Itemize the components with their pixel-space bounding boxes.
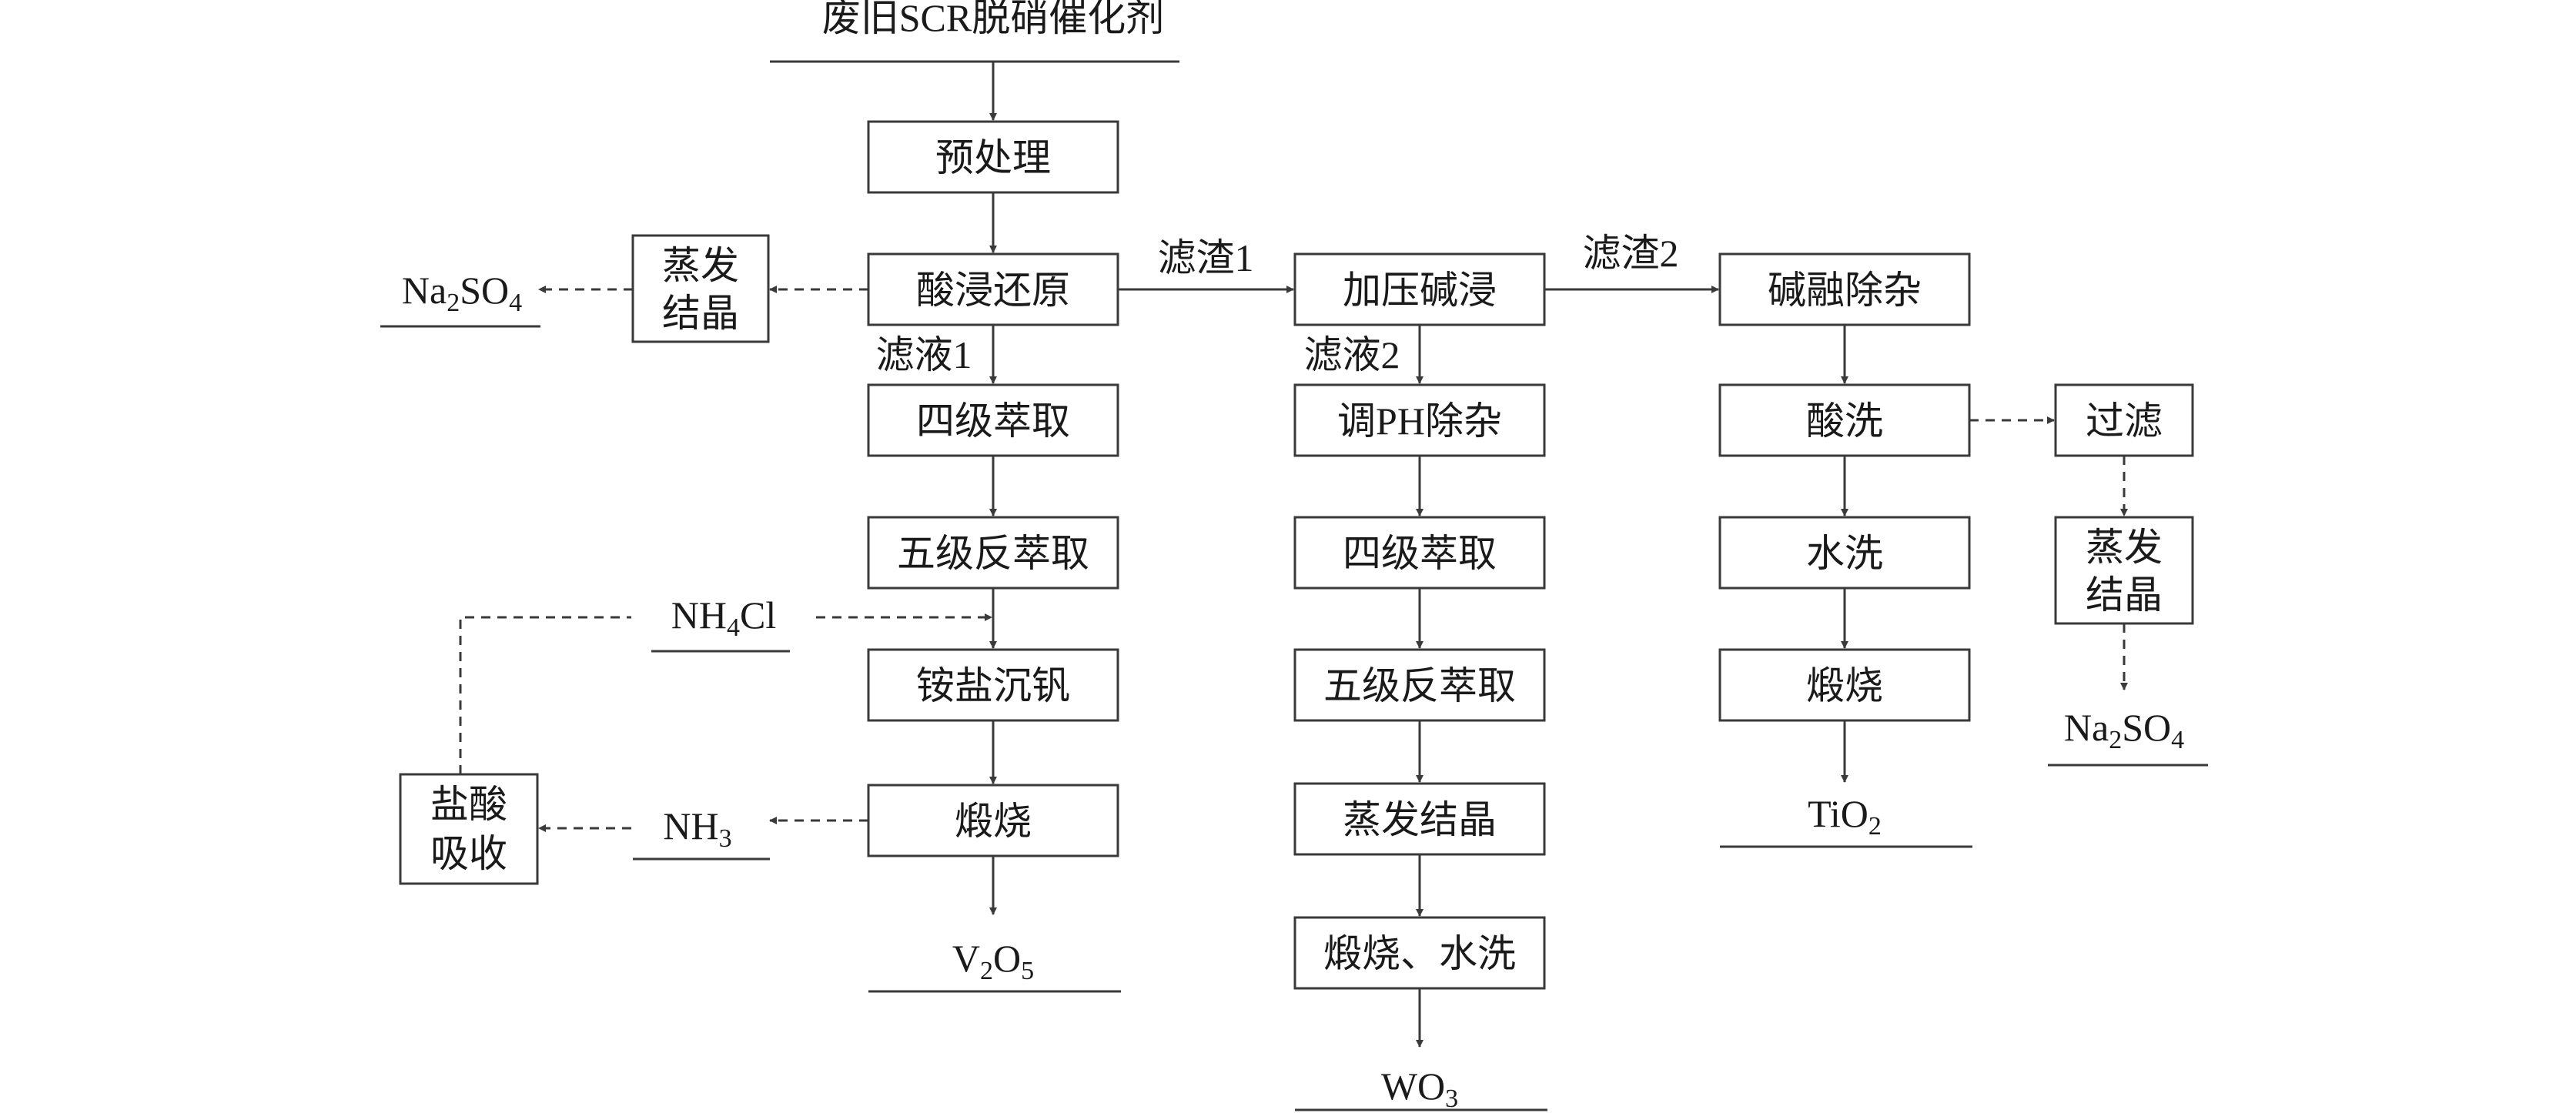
box-four-stage-extraction-b: 四级萃取 [1293, 516, 1546, 590]
product-v2o5: V2O5 [868, 937, 1121, 993]
diagram-title: 废旧SCR脱硝催化剂 [822, 0, 1165, 39]
svg-text:结晶: 结晶 [662, 292, 739, 335]
box-pressure-alkali-leach: 加压碱浸 [1293, 252, 1546, 326]
label-residue-1: 滤渣1 [1158, 236, 1254, 279]
label-filtrate-1: 滤液1 [876, 333, 972, 376]
box-calcination-a: 煅烧 [867, 784, 1119, 857]
box-four-stage-extraction-a: 四级萃取 [867, 383, 1119, 457]
svg-text:煅烧: 煅烧 [955, 800, 1032, 843]
svg-text:四级萃取: 四级萃取 [916, 399, 1070, 443]
svg-text:结晶: 结晶 [2086, 573, 2163, 617]
box-acid-wash: 酸洗 [1718, 383, 1971, 457]
product-tio2: TiO2 [1720, 792, 1972, 848]
svg-text:加压碱浸: 加压碱浸 [1343, 269, 1497, 312]
svg-text:Na2SO4: Na2SO4 [2064, 706, 2184, 754]
box-evaporation-crystallization-right: 蒸发 结晶 [2054, 516, 2194, 625]
svg-text:预处理: 预处理 [935, 136, 1051, 179]
box-filtration: 过滤 [2054, 383, 2194, 457]
solid-flow-arrows [989, 62, 1848, 1048]
svg-text:Na2SO4: Na2SO4 [402, 269, 522, 317]
svg-text:五级反萃取: 五级反萃取 [897, 532, 1089, 575]
dashed-side-arrows [459, 286, 2128, 832]
box-pretreat: 预处理 [867, 120, 1119, 194]
svg-text:NH4Cl: NH4Cl [671, 593, 776, 642]
svg-text:煅烧、水洗: 煅烧、水洗 [1323, 932, 1516, 975]
box-calcination-c: 煅烧 [1718, 648, 1971, 722]
svg-text:酸浸还原: 酸浸还原 [916, 269, 1070, 312]
svg-text:煅烧: 煅烧 [1806, 664, 1883, 707]
product-na2so4-right: Na2SO4 [2048, 706, 2208, 767]
svg-text:盐酸: 盐酸 [430, 783, 507, 826]
svg-text:吸收: 吸收 [430, 832, 507, 875]
svg-text:WO3: WO3 [1381, 1065, 1458, 1113]
svg-text:水洗: 水洗 [1806, 532, 1883, 575]
product-na2so4-left: Na2SO4 [380, 269, 540, 328]
svg-text:蒸发: 蒸发 [662, 244, 739, 287]
box-evaporation-crystallization-left: 蒸发 结晶 [631, 234, 770, 343]
svg-text:蒸发结晶: 蒸发结晶 [1343, 798, 1497, 841]
svg-text:铵盐沉钒: 铵盐沉钒 [916, 664, 1070, 707]
box-five-stage-stripping-a: 五级反萃取 [867, 516, 1119, 590]
label-residue-2: 滤渣2 [1583, 232, 1679, 275]
box-ph-adjust-impurity-removal: 调PH除杂 [1293, 383, 1546, 457]
svg-text:五级反萃取: 五级反萃取 [1323, 664, 1516, 707]
box-hcl-absorption: 盐酸 吸收 [399, 773, 539, 885]
label-filtrate-2: 滤液2 [1304, 333, 1400, 376]
box-alkali-fusion-impurity-removal: 碱融除杂 [1718, 252, 1971, 326]
svg-text:V2O5: V2O5 [952, 937, 1034, 985]
box-five-stage-stripping-b: 五级反萃取 [1293, 648, 1546, 722]
svg-text:四级萃取: 四级萃取 [1343, 532, 1497, 575]
svg-text:蒸发: 蒸发 [2086, 526, 2163, 569]
product-nh4cl: NH4Cl [651, 593, 790, 653]
box-evaporation-crystallization-mid: 蒸发结晶 [1293, 782, 1546, 856]
box-calcination-water-wash: 煅烧、水洗 [1293, 916, 1546, 990]
svg-text:TiO2: TiO2 [1808, 792, 1882, 841]
svg-text:酸洗: 酸洗 [1806, 399, 1883, 443]
svg-text:碱融除杂: 碱融除杂 [1768, 269, 1922, 312]
svg-text:NH3: NH3 [663, 804, 731, 853]
box-ammonium-vanadium-precipitation: 铵盐沉钒 [867, 648, 1119, 722]
svg-text:调PH除杂: 调PH除杂 [1337, 399, 1502, 443]
product-wo3: WO3 [1295, 1065, 1547, 1113]
box-acid-leach-reduction: 酸浸还原 [867, 252, 1119, 326]
product-nh3: NH3 [633, 804, 770, 861]
box-water-wash: 水洗 [1718, 516, 1971, 590]
svg-text:过滤: 过滤 [2086, 399, 2163, 443]
